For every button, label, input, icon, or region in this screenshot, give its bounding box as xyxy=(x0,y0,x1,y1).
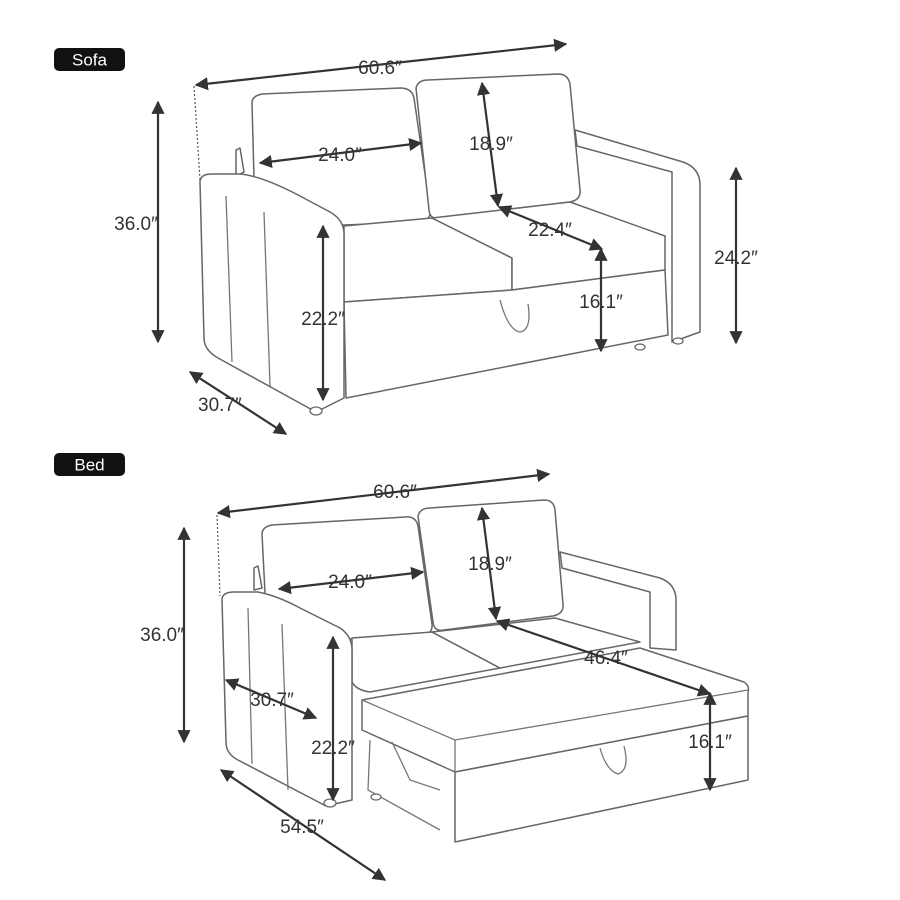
sofa-seat-depth-label: 22.4″ xyxy=(528,220,572,241)
bed-seat-width-label: 24.0″ xyxy=(328,572,372,593)
bed-back-height-arrow xyxy=(476,506,502,621)
bed-depth-label: 30.7″ xyxy=(250,690,294,711)
bed-seat-width-arrow xyxy=(277,566,425,595)
bed-depth-arrow xyxy=(224,678,318,720)
sofa-width-label: 60.6″ xyxy=(358,58,402,79)
sofa-dimensions: 60.6″ 36.0″ 30.7″ 24.0″ 18.9″ 22.4″ 24.2… xyxy=(114,38,758,435)
sofa-arm-height-label: 24.2″ xyxy=(714,248,758,269)
sofa-back-height-arrow xyxy=(476,81,504,208)
bed-back-height-label: 18.9″ xyxy=(468,554,512,575)
sofa-drawing xyxy=(193,73,701,416)
sofa-section: Sofa xyxy=(54,38,758,435)
bed-label-tag: Bed xyxy=(54,453,125,476)
bed-width-label: 60.6″ xyxy=(373,482,417,503)
sofa-seat-width-arrow xyxy=(258,137,423,169)
bed-width-arrow xyxy=(216,468,551,519)
bed-seat-height-arm-label: 22.2″ xyxy=(311,738,355,759)
sofa-seat-depth-arrow xyxy=(497,205,604,251)
bed-total-depth-label: 54.5″ xyxy=(280,817,324,838)
bed-length-label: 46.4″ xyxy=(584,648,628,669)
bed-length-arrow xyxy=(495,618,712,697)
sofa-width-arrow xyxy=(194,38,568,91)
bed-bed-height-label: 16.1″ xyxy=(688,732,732,753)
bed-section: Bed xyxy=(54,453,750,881)
bed-dimensions: 60.6″ 36.0″ 24.0″ 18.9″ 46.4″ 30.7″ 22.2… xyxy=(140,468,732,881)
sofa-label: Sofa xyxy=(72,51,108,70)
sofa-seat-height-label: 16.1″ xyxy=(579,292,623,313)
sofa-label-tag: Sofa xyxy=(54,48,125,71)
sofa-seat-width-label: 24.0″ xyxy=(318,145,362,166)
sofa-back-height-label: 18.9″ xyxy=(469,134,513,155)
sofa-seat-height-arm-label: 22.2″ xyxy=(301,309,345,330)
sofa-depth-label: 30.7″ xyxy=(198,395,242,416)
sofa-height-label: 36.0″ xyxy=(114,214,158,235)
bed-height-label: 36.0″ xyxy=(140,625,184,646)
bed-drawing xyxy=(216,499,750,843)
bed-total-depth-arrow xyxy=(219,769,387,881)
sofa-depth-arrow xyxy=(188,371,288,435)
bed-label: Bed xyxy=(74,456,104,475)
